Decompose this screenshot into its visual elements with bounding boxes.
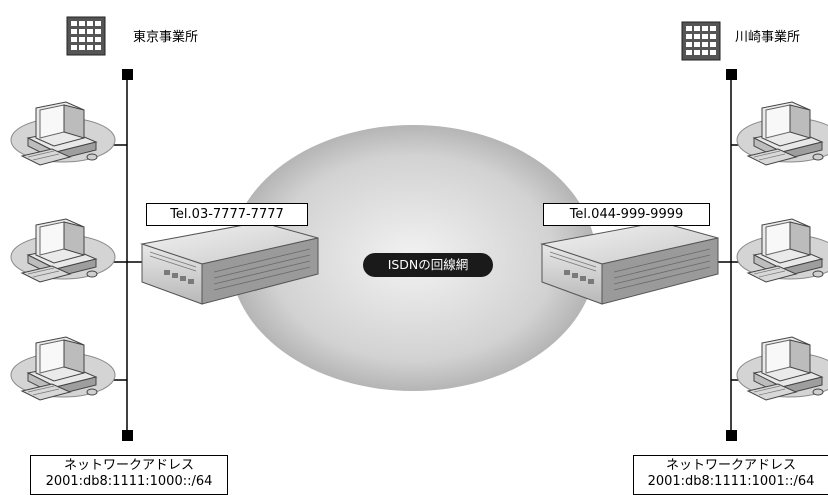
network-address-tokyo: ネットワークアドレス 2001:db8:1111:1000::/64: [30, 455, 228, 495]
pc-icon: [10, 218, 116, 283]
pc-icon: [736, 218, 828, 283]
isdn-network-label: ISDNの回線網: [363, 253, 493, 277]
site-name-kawasaki: 川崎事業所: [735, 30, 801, 45]
network-address-label: ネットワークアドレス: [63, 458, 194, 473]
network-address-kawasaki: ネットワークアドレス 2001:db8:1111:1001::/64: [633, 455, 828, 495]
pc-icon: [10, 336, 116, 401]
network-address-label: ネットワークアドレス: [665, 458, 796, 473]
building-icon: [681, 21, 721, 61]
site-name-tokyo: 東京事業所: [133, 30, 199, 45]
tel-kawasaki: Tel.044-999-9999: [543, 203, 710, 226]
pc-icon: [10, 101, 116, 166]
building-icon: [66, 16, 106, 56]
network-address-value: 2001:db8:1111:1001::/64: [647, 474, 815, 489]
network-address-value: 2001:db8:1111:1000::/64: [45, 474, 213, 489]
tel-tokyo: Tel.03-7777-7777: [146, 203, 308, 226]
pc-icon: [736, 336, 828, 401]
pc-icon: [736, 101, 828, 166]
